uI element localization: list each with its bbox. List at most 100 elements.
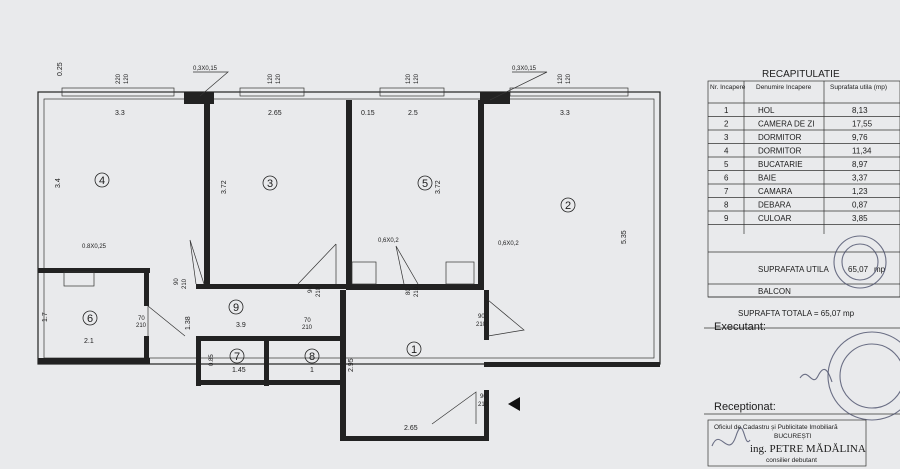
table-cell-name: DEBARA — [758, 201, 792, 210]
table-cell-area: 3,85 — [852, 214, 868, 223]
dim-label: 120 — [406, 73, 412, 84]
dim-label: 0,3X0,15 — [193, 66, 218, 72]
room-number: 9 — [233, 302, 239, 314]
dim-label: 2.1 — [84, 338, 94, 345]
dim-label: 1.45 — [232, 367, 246, 374]
table-cell-area: 3,37 — [852, 174, 868, 183]
dim-label: 3.72 — [221, 180, 228, 194]
office-stamp: Oficiul de Cadastru și Publicitate Imobi… — [707, 419, 867, 467]
dim-label: 2.5 — [408, 110, 418, 117]
door-label: 210 — [136, 323, 147, 329]
table-cell-name: BUCATARIE — [758, 160, 803, 169]
office-stamp-line3: ing. PETRE MĂDĂLINA — [750, 443, 866, 455]
floor-plan: 4 3 5 2 6 9 7 8 1 0.25 220 120 120 120 1… — [37, 62, 661, 441]
table-cell-area: 8,13 — [852, 106, 868, 115]
table-cell-name: CAMERA DE ZI — [758, 120, 814, 129]
interior-walls — [38, 100, 660, 441]
door-label: 210 — [316, 286, 322, 297]
dim-label: 120 — [414, 73, 420, 84]
recapitulatie-table: RECAPITULATIE Nr. Incapere Denumire Inca… — [707, 69, 900, 318]
dimension-labels: 0.25 220 120 120 120 120 120 120 120 0,3… — [42, 62, 628, 432]
office-stamp-line1: Oficiul de Cadastru și Publicitate Imobi… — [714, 424, 838, 431]
door-label: 90 — [480, 394, 487, 400]
dim-label: 2.95 — [348, 358, 355, 372]
dim-label: 3.9 — [236, 322, 246, 329]
door-label: 80 — [406, 288, 412, 295]
header-nr: Nr. Incapere — [710, 84, 746, 91]
table-cell-name: HOL — [758, 106, 775, 115]
table-cell-area: 1,23 — [852, 187, 868, 196]
dim-label: 0,6X0,2 — [378, 238, 399, 244]
dim-label: 2.65 — [268, 110, 282, 117]
door-label: 210 — [478, 402, 489, 408]
utila-unit: mp — [874, 265, 886, 274]
door-label: 70 — [304, 318, 311, 324]
table-cell-name: CULOAR — [758, 214, 792, 223]
office-stamp-line4: consilier debutant — [766, 457, 817, 464]
table-cell-name: CAMARA — [758, 187, 793, 196]
utila-value: 65,07 — [848, 265, 869, 274]
door-label: 90 — [308, 286, 314, 293]
table-cell-nr: 5 — [724, 160, 729, 169]
office-stamp-line2: BUCUREȘTI — [774, 433, 812, 440]
header-denumire: Denumire Incapere — [756, 84, 812, 91]
dim-label: 2.65 — [404, 425, 418, 432]
dim-label: 220 — [116, 73, 122, 84]
dim-label: 0.25 — [57, 62, 64, 76]
table-cell-area: 8,97 — [852, 160, 868, 169]
dim-label: 0.85 — [209, 354, 215, 366]
room-number: 3 — [267, 178, 273, 190]
dim-label: 0.15 — [361, 110, 375, 117]
table-cell-area: 17,55 — [852, 120, 873, 129]
doors — [147, 239, 525, 425]
seal-stamp — [833, 235, 887, 289]
totala-label: SUPRAFTA TOTALA = 65,07 mp — [738, 309, 855, 318]
door-label: 90 — [478, 314, 485, 320]
header-suprafata: Suprafata utila (mp) — [830, 84, 887, 91]
outer-wall — [37, 91, 661, 365]
dim-label: 3.3 — [560, 110, 570, 117]
table-cell-nr: 2 — [724, 120, 729, 129]
table-cell-nr: 1 — [724, 106, 729, 115]
dim-label: 3.4 — [55, 178, 62, 188]
table-cell-area: 11,34 — [852, 147, 872, 156]
table-cell-nr: 8 — [724, 201, 729, 210]
room-labels: 4 3 5 2 6 9 7 8 1 — [82, 172, 576, 364]
table-cell-nr: 3 — [724, 133, 729, 142]
balcon-label: BALCON — [758, 287, 791, 296]
room-number: 7 — [234, 351, 240, 363]
table-cell-name: DORMITOR — [758, 147, 802, 156]
utila-label: SUPRAFATA UTILA — [758, 265, 829, 274]
table-title: RECAPITULATIE — [762, 69, 840, 80]
dim-label: 5.35 — [621, 230, 628, 244]
room-number: 1 — [411, 344, 417, 356]
executant-label: Executant: — [714, 321, 766, 333]
dim-label: 120 — [566, 73, 572, 84]
table-cell-name: BAIE — [758, 174, 776, 183]
dim-label: 0,3X0,15 — [512, 66, 537, 72]
dim-label: 0,6X0,2 — [498, 241, 519, 247]
door-label: 210 — [302, 325, 313, 331]
door-label: 90 — [174, 278, 180, 285]
table-cell-nr: 4 — [724, 147, 729, 156]
table-cell-nr: 7 — [724, 187, 729, 196]
door-label: 210 — [476, 322, 487, 328]
dim-label: 120 — [558, 73, 564, 84]
dim-label: 1 — [310, 367, 314, 374]
dim-label: 0.8X0,25 — [82, 244, 107, 250]
dim-label: 1.7 — [42, 312, 49, 322]
dim-label: 3.3 — [115, 110, 125, 117]
executant-signature — [799, 368, 833, 383]
door-label: 210 — [414, 286, 420, 297]
receptionat-label: Receptionat: — [714, 401, 776, 413]
room-number: 8 — [309, 351, 315, 363]
round-stamps — [827, 235, 900, 421]
table-cell-area: 0,87 — [852, 201, 868, 210]
door-label: 210 — [182, 278, 188, 289]
dim-label: 1.38 — [185, 316, 192, 330]
room-number: 2 — [565, 200, 571, 212]
room-number: 6 — [87, 313, 93, 325]
room-number: 4 — [99, 175, 105, 187]
receptionat-signature — [711, 427, 751, 447]
